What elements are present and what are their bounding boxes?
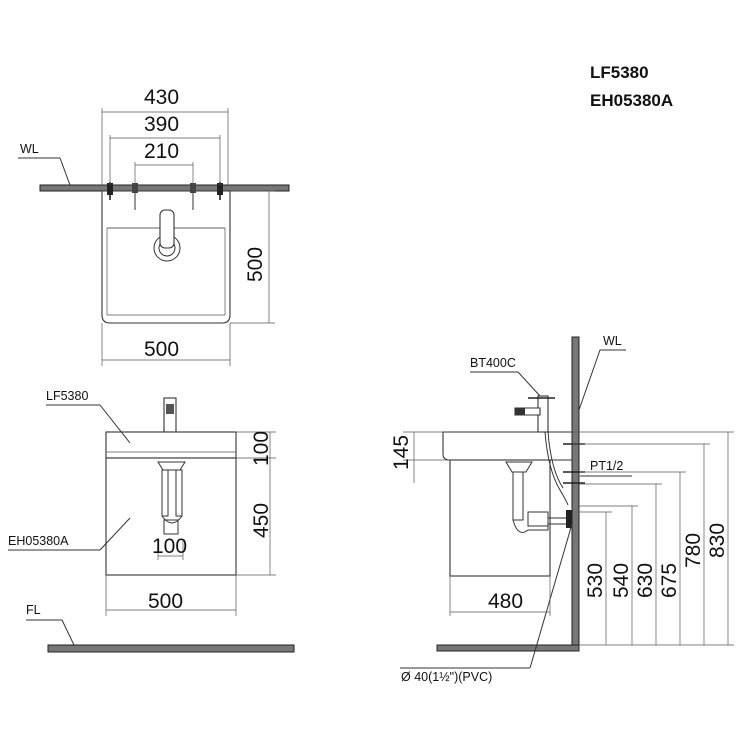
basin-side <box>442 431 573 461</box>
dim-width-top: 500 <box>144 338 179 361</box>
basin-label-front: LF5380 <box>46 389 88 403</box>
cabinet-label-front: EH05380A <box>8 534 69 548</box>
dim-height-830: 830 <box>706 523 729 558</box>
dim-430: 430 <box>144 86 179 109</box>
dim-height-675: 675 <box>658 563 681 598</box>
side-view: WL BT400C PT1/2 Ø 40(1 <box>390 334 734 684</box>
top-view: WL 430 390 210 <box>18 86 290 366</box>
floor-line <box>47 644 295 653</box>
cabinet-front <box>105 457 237 576</box>
wl-label-top: WL <box>20 142 39 156</box>
wl-label-side: WL <box>603 334 622 348</box>
fl-label: FL <box>26 603 41 617</box>
dim-390: 390 <box>144 113 179 136</box>
faucet-front <box>163 397 177 433</box>
dim-height-780: 780 <box>682 533 705 568</box>
drain-label: Ø 40(1½")(PVC) <box>401 670 492 684</box>
model-title-basin: LF5380 <box>590 63 649 82</box>
basin-front <box>105 431 237 459</box>
dim-cabinet-height-front: 450 <box>250 503 273 538</box>
dim-height-630: 630 <box>634 563 657 598</box>
dim-basin-top-side: 145 <box>390 435 413 470</box>
drain-trap-side-icon <box>505 461 533 473</box>
dim-drain-front: 100 <box>152 535 187 558</box>
dim-basin-height-front: 100 <box>250 431 273 466</box>
cabinet-side <box>449 459 551 577</box>
supply-label: PT1/2 <box>590 459 623 473</box>
dim-210: 210 <box>144 140 179 163</box>
faucet-label: BT400C <box>470 356 516 370</box>
model-title-cabinet: EH05380A <box>590 91 673 110</box>
basin-outline-top <box>101 190 231 324</box>
dim-depth-side: 480 <box>488 590 523 613</box>
supply-hose-icon <box>544 431 569 506</box>
dim-height-530: 530 <box>584 563 607 598</box>
dim-width-front: 500 <box>148 590 183 613</box>
dim-height-540: 540 <box>610 563 633 598</box>
top-view-wall <box>39 184 290 192</box>
side-view-floor <box>436 644 580 652</box>
side-view-wall <box>571 336 580 652</box>
height-dimensions: 530 540 630 675 780 830 <box>572 431 734 646</box>
faucet-top <box>159 209 175 249</box>
dim-depth-top: 500 <box>244 247 267 282</box>
front-view: LF5380 EH05380A 100 100 450 500 FL <box>8 389 295 653</box>
